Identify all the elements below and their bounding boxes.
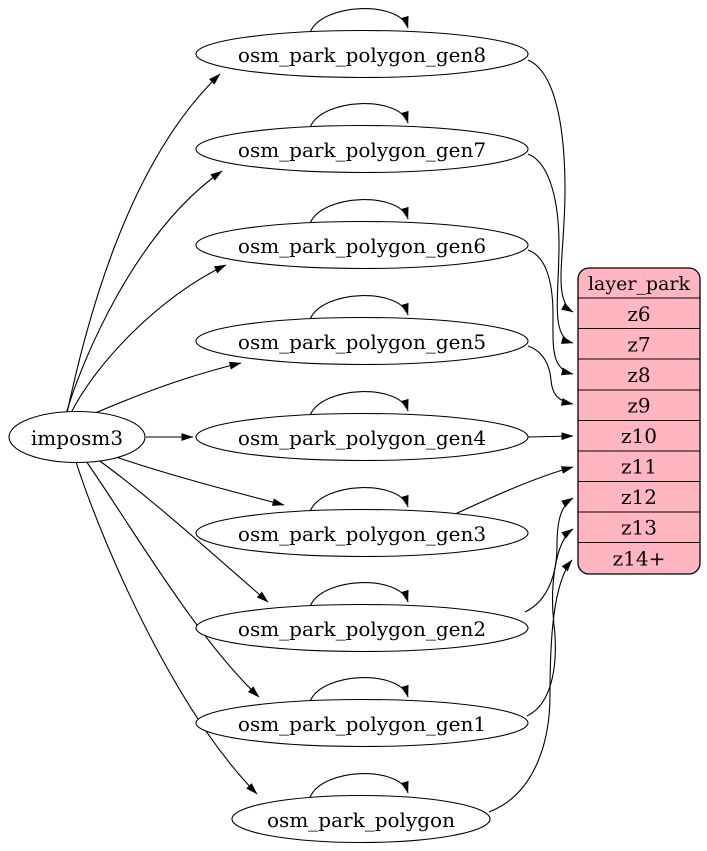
node-osm-park-polygon-gen8: osm_park_polygon_gen8 (195, 29, 529, 79)
self-loop-edges (309, 8, 409, 798)
edge-gen5-z9 (527, 345, 574, 406)
gen4-label: osm_park_polygon_gen4 (238, 426, 486, 450)
edge-gen2-z12 (524, 497, 574, 613)
node-imposm3: imposm3 (8, 410, 146, 464)
node-osm-park-polygon-gen1: osm_park_polygon_gen1 (195, 698, 529, 748)
gen3-ellipse (195, 508, 529, 558)
gen8-ellipse (195, 29, 529, 79)
edge-gen3-z11 (452, 466, 574, 516)
edge-gen8-z6 (527, 59, 574, 313)
edge-gen6-z8 (527, 249, 574, 376)
self-loop-gen3 (309, 487, 409, 512)
node-osm-park-polygon-gen5: osm_park_polygon_gen5 (195, 316, 529, 366)
edge-gen7-z7 (527, 153, 574, 344)
self-loop-gen1 (309, 677, 409, 702)
self-loop-gen7 (309, 103, 409, 128)
layer-park-row-z9: z9 (627, 394, 650, 418)
layer-park-row-z13: z13 (621, 516, 657, 540)
layer-park-title: layer_park (588, 273, 691, 295)
imposm3-ellipse (8, 410, 146, 464)
gen3-label: osm_park_polygon_gen3 (238, 522, 486, 546)
layer-park-row-z10: z10 (621, 424, 657, 448)
edge-gen1-z13 (526, 528, 574, 717)
edge-imposm3-gen7 (65, 170, 223, 415)
layer-park-row-z8: z8 (627, 363, 650, 387)
gen5-ellipse (195, 316, 529, 366)
polygon-ellipse (231, 794, 491, 844)
edges-to-layer (452, 59, 574, 813)
gen2-label: osm_park_polygon_gen2 (238, 617, 486, 641)
edge-imposm3-gen5 (85, 361, 242, 418)
gen7-ellipse (195, 124, 529, 174)
self-loop-polygon (309, 773, 409, 798)
node-osm-park-polygon: osm_park_polygon (231, 794, 491, 844)
gen1-ellipse (195, 698, 529, 748)
layer-park-row-z12: z12 (621, 485, 657, 509)
node-osm-park-polygon-gen2: osm_park_polygon_gen2 (195, 603, 529, 653)
gen2-ellipse (195, 603, 529, 653)
edge-imposm3-gen3 (109, 454, 285, 506)
node-osm-park-polygon-gen7: osm_park_polygon_gen7 (195, 124, 529, 174)
layer-park-row-z6: z6 (627, 302, 650, 326)
gen1-label: osm_park_polygon_gen1 (238, 712, 486, 736)
edge-imposm3-gen6 (70, 264, 227, 414)
self-loop-gen8 (309, 8, 409, 33)
gen6-label: osm_park_polygon_gen6 (238, 234, 486, 258)
polygon-label: osm_park_polygon (267, 808, 455, 832)
edge-imposm3-gen1 (85, 460, 260, 698)
imposm3-label: imposm3 (31, 426, 123, 450)
node-osm-park-polygon-gen4: osm_park_polygon_gen4 (195, 412, 529, 462)
edge-polygon-z14 (488, 559, 573, 813)
gen8-label: osm_park_polygon_gen8 (238, 43, 486, 67)
edge-imposm3-gen8 (66, 73, 221, 414)
self-loop-gen5 (309, 295, 409, 320)
self-loop-gen2 (309, 582, 409, 607)
node-osm-park-polygon-gen6: osm_park_polygon_gen6 (195, 220, 529, 270)
gen7-label: osm_park_polygon_gen7 (238, 138, 486, 162)
edge-imposm3-gen2 (96, 458, 269, 603)
gen4-ellipse (195, 412, 529, 462)
self-loop-gen6 (309, 199, 409, 224)
gen6-ellipse (195, 220, 529, 270)
edges-from-source (65, 73, 285, 795)
edge-imposm3-polygon (75, 461, 258, 795)
gen5-label: osm_park_polygon_gen5 (238, 330, 486, 354)
self-loop-gen4 (309, 391, 409, 416)
node-osm-park-polygon-gen3: osm_park_polygon_gen3 (195, 508, 529, 558)
layer-park-row-z14: z14+ (613, 547, 666, 571)
edge-gen4-z10 (527, 432, 574, 441)
layer-park-row-z7: z7 (627, 333, 650, 357)
node-layer-park: layer_park z6 z7 z8 z9 z10 z11 z12 z13 z… (577, 267, 701, 575)
layer-park-row-z11: z11 (621, 455, 657, 479)
